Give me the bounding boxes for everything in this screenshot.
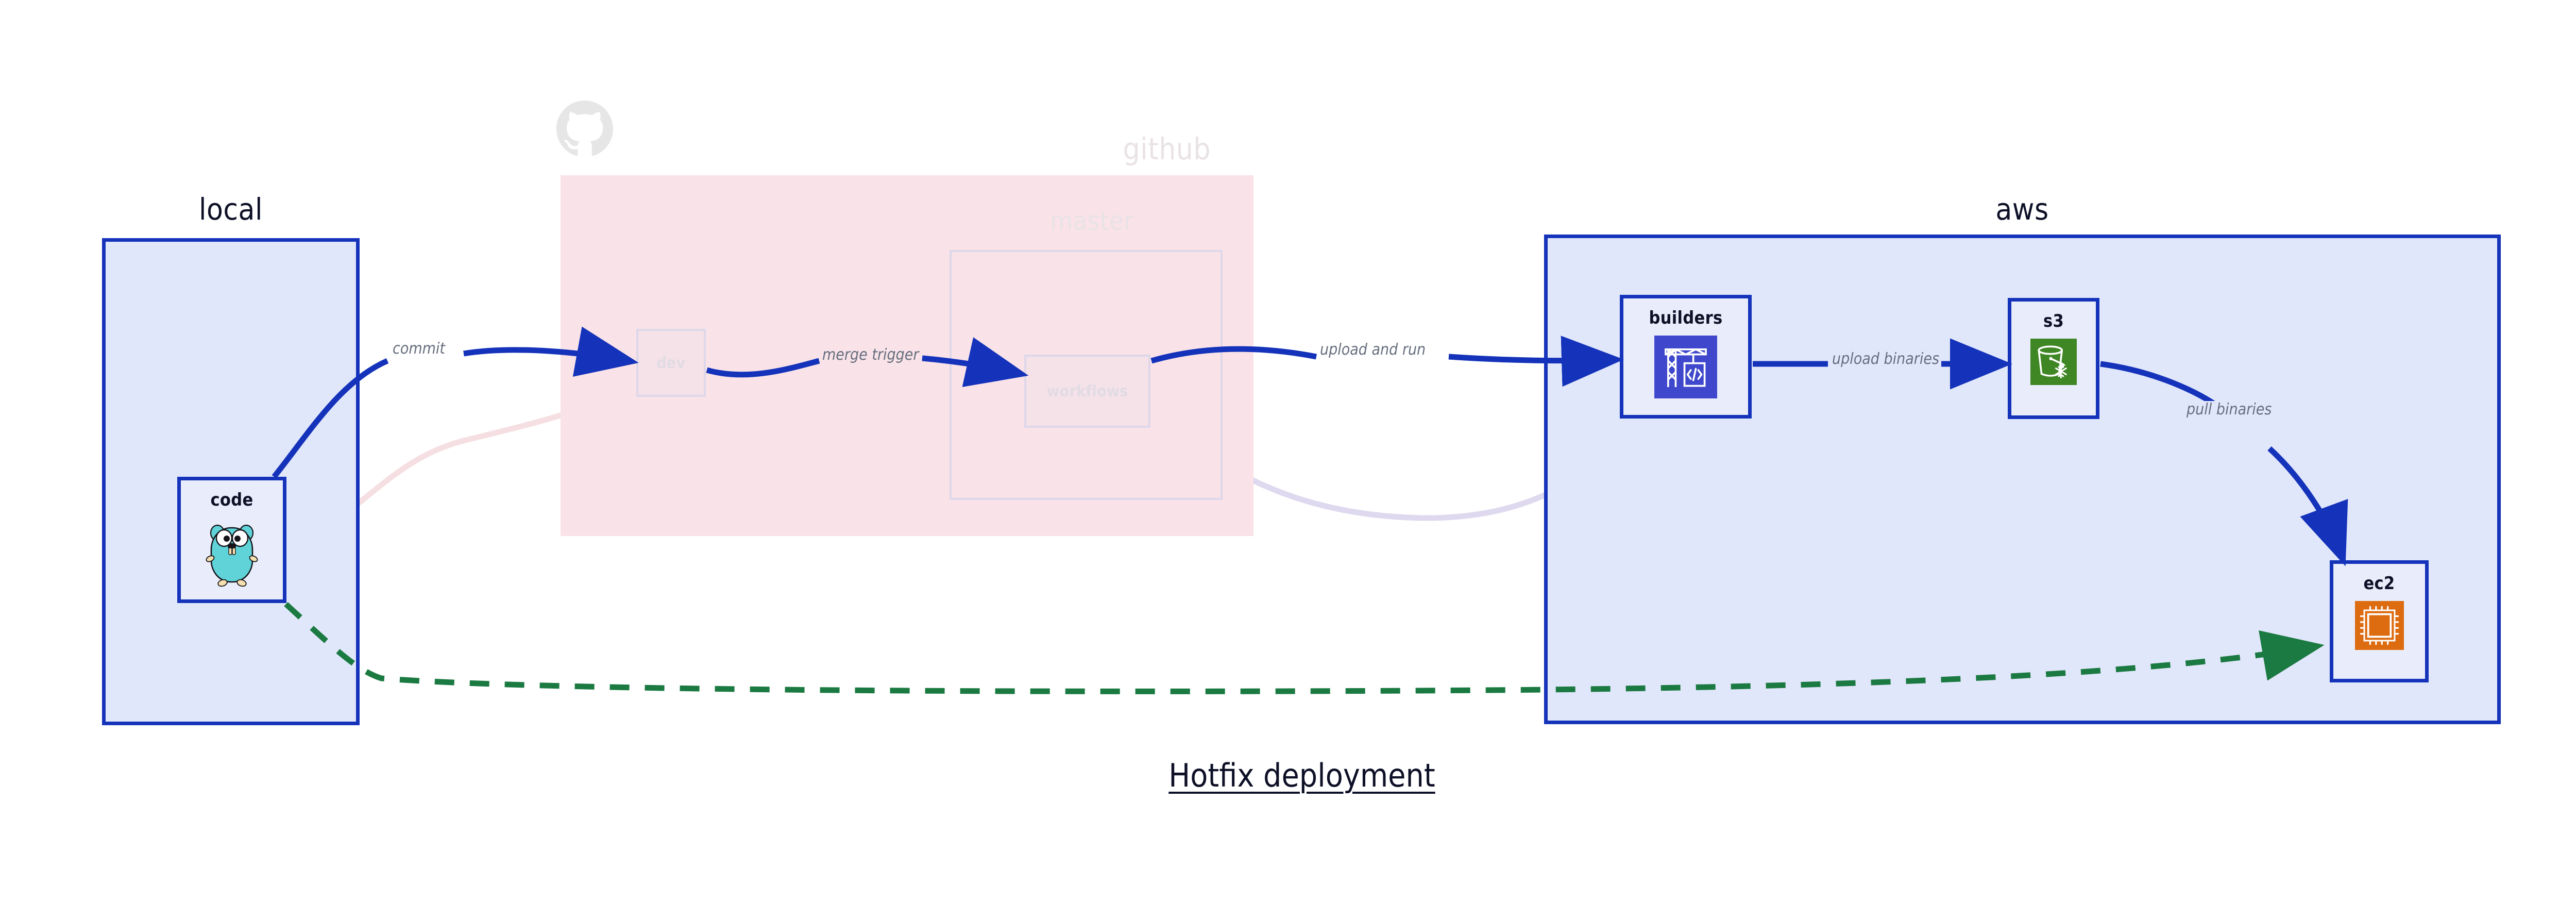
group-aws-label: aws <box>1995 192 2049 227</box>
group-local-label: local <box>198 192 263 227</box>
node-workflows-label: workflows <box>1046 382 1128 400</box>
edge-code-ec2-dashed <box>284 602 2325 694</box>
node-workflows[interactable]: workflows <box>1024 355 1150 428</box>
edge-workflows-builders-tail <box>1448 336 1624 387</box>
aws-s3-icon <box>2030 339 2077 387</box>
edge-dev-workflows <box>706 358 820 378</box>
edge-code-dev-tail <box>463 326 639 377</box>
aws-codebuild-icon <box>1654 336 1717 400</box>
node-s3-label: s3 <box>2043 311 2064 331</box>
node-code-label: code <box>210 490 253 510</box>
edge-label-upload-and-run: upload and run <box>1318 341 1428 359</box>
node-dev-label: dev <box>656 354 686 372</box>
node-ec2[interactable]: ec2 <box>2330 560 2429 682</box>
edge-code-dev <box>272 358 389 479</box>
aws-ec2-icon <box>2354 601 2404 652</box>
group-master-label: master <box>1050 206 1133 236</box>
edge-workflows-builders <box>1150 346 1317 364</box>
node-builders-label: builders <box>1649 308 1723 328</box>
node-ec2-label: ec2 <box>2363 573 2395 594</box>
group-master <box>950 250 1223 500</box>
edge-label-upload-binaries: upload binaries <box>1830 350 1942 368</box>
diagram-title: Hotfix deployment <box>1168 757 1435 794</box>
node-s3[interactable]: s3 <box>2008 298 2099 419</box>
edge-label-pull-binaries: pull binaries <box>2184 401 2274 419</box>
github-octocat-icon <box>556 101 613 157</box>
edge-label-merge-trigger: merge trigger <box>820 346 921 364</box>
node-builders[interactable]: builders <box>1620 295 1752 419</box>
group-github-label: github <box>1123 131 1211 166</box>
edge-s3-ec2-tail <box>2267 446 2348 566</box>
edge-label-commit: commit <box>391 340 448 358</box>
node-code[interactable]: code <box>177 477 286 603</box>
edge-dev-workflows-tail <box>922 337 1029 387</box>
go-gopher-icon <box>201 517 263 592</box>
